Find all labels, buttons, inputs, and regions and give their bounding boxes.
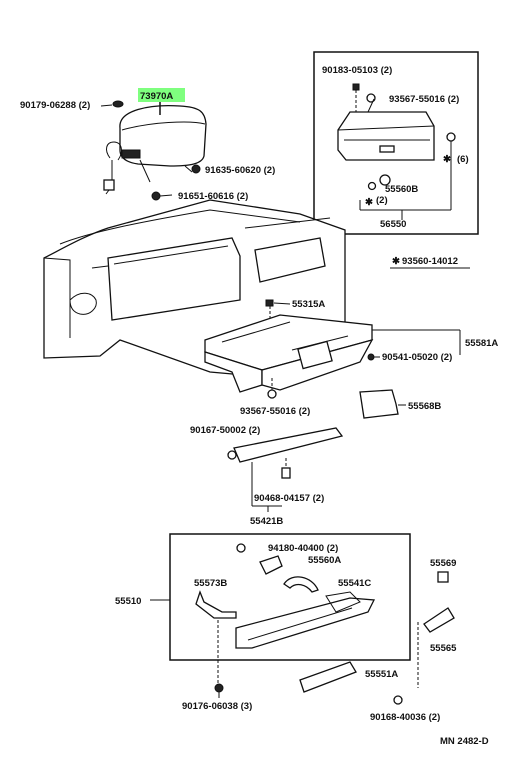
label-55581A[interactable]: 55581A [465,338,498,349]
screw-star-6 [446,132,456,142]
bolt-91651 [151,191,161,201]
clip-90468 [281,467,291,479]
label-55541C[interactable]: 55541C [338,578,371,589]
bolt-94180 [236,543,246,553]
label-diagram-code: MN 2482-D [440,736,489,747]
label-55565[interactable]: 55565 [430,643,457,654]
latch-55560A [259,555,283,575]
lock-55551A [299,661,357,693]
clip-55315A [265,299,274,307]
clip-55560B [379,174,391,186]
clip-90179 [112,100,124,108]
part-number-highlight [138,88,185,102]
label-55560A[interactable]: 55560A [308,555,341,566]
label-93567-55016-mid[interactable]: 93567-55016 (2) [240,406,310,417]
label-90183-05103[interactable]: 90183-05103 (2) [322,65,392,76]
glove-box-assembly-box [169,533,411,661]
label-93567-55016-top[interactable]: 93567-55016 (2) [389,94,459,105]
screw-93567-top [366,93,376,103]
nut-90183 [352,83,360,91]
label-56550[interactable]: 56550 [380,219,406,230]
label-90179-06288[interactable]: 90179-06288 (2) [20,100,90,111]
label-55551A[interactable]: 55551A [365,669,398,680]
label-73970A[interactable]: 73970A [140,91,173,102]
glove-box-55581A [204,314,374,393]
inset-box [313,51,479,235]
label-55560B[interactable]: 55560B [385,184,418,195]
label-90167-50002[interactable]: 90167-50002 (2) [190,425,260,436]
label-90468-04157[interactable]: 90468-04157 (2) [254,493,324,504]
panel-55421B [233,427,344,463]
clip-90167 [227,450,237,460]
bolt-90176 [214,683,224,693]
star-symbol-3: ✱ [392,256,401,267]
bolt-91635 [191,164,201,174]
screw-93567-mid [267,389,277,399]
label-91651-60616[interactable]: 91651-60616 (2) [178,191,248,202]
label-94180-40400[interactable]: 94180-40400 (2) [268,543,338,554]
label-55421B[interactable]: 55421B [250,516,283,527]
compartment-56550 [337,111,435,161]
label-93560-14012[interactable]: 93560-14012 [402,256,458,267]
label-55510[interactable]: 55510 [115,596,141,607]
label-90541-05020[interactable]: 90541-05020 (2) [382,352,452,363]
airbag-module [103,104,207,195]
label-90176-06038[interactable]: 90176-06038 (3) [182,701,252,712]
screw-star-2 [367,181,377,191]
star-symbol-2: ✱ [365,197,374,208]
label-91635-60620[interactable]: 91635-60620 (2) [205,165,275,176]
label-55573B[interactable]: 55573B [194,578,227,589]
part-55569 [437,571,449,583]
star-symbol: ✱ [443,154,452,165]
label-55568B[interactable]: 55568B [408,401,441,412]
bracket-55573B [195,590,237,619]
striker-55565 [423,607,455,633]
label-55315A[interactable]: 55315A [292,299,325,310]
label-star-2[interactable]: (2) [376,195,388,206]
hinge-55541C [283,576,319,593]
screw-90168 [393,695,403,705]
label-55569[interactable]: 55569 [430,558,456,569]
door-55510 [235,591,376,649]
label-90168-40036[interactable]: 90168-40036 (2) [370,712,440,723]
label-star-6[interactable]: (6) [457,154,469,165]
part-55568B [359,389,399,419]
bolt-90541 [367,353,375,361]
